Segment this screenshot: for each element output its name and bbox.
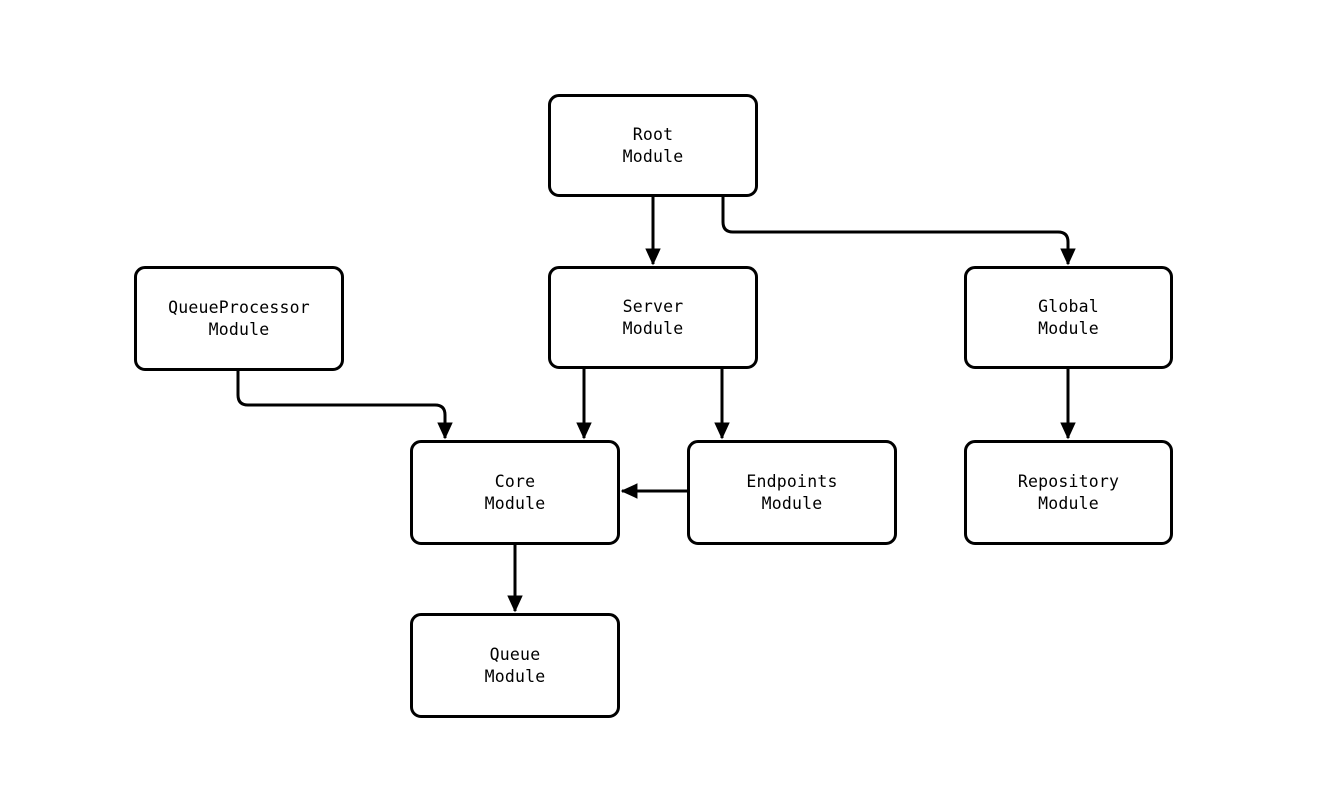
node-core-module[interactable]: Core Module <box>410 440 620 545</box>
node-core-module-label: Core Module <box>484 471 546 513</box>
node-queue-module-label: Queue Module <box>484 644 546 686</box>
node-root-module[interactable]: Root Module <box>548 94 758 197</box>
node-endpoints-module[interactable]: Endpoints Module <box>687 440 897 545</box>
node-queueprocessor-module-label: QueueProcessor Module <box>168 297 310 339</box>
node-repository-module-label: Repository Module <box>1017 471 1120 513</box>
node-server-module-label: Server Module <box>622 296 684 338</box>
node-queue-module[interactable]: Queue Module <box>410 613 620 718</box>
node-endpoints-module-label: Endpoints Module <box>746 471 838 513</box>
edge-queueprocessor-to-core <box>236 371 453 440</box>
edge-root-to-global <box>721 197 1076 266</box>
node-global-module[interactable]: Global Module <box>964 266 1173 369</box>
node-repository-module[interactable]: Repository Module <box>964 440 1173 545</box>
node-queueprocessor-module[interactable]: QueueProcessor Module <box>134 266 344 371</box>
node-global-module-label: Global Module <box>1038 296 1099 338</box>
node-root-module-label: Root Module <box>622 124 684 166</box>
node-server-module[interactable]: Server Module <box>548 266 758 369</box>
